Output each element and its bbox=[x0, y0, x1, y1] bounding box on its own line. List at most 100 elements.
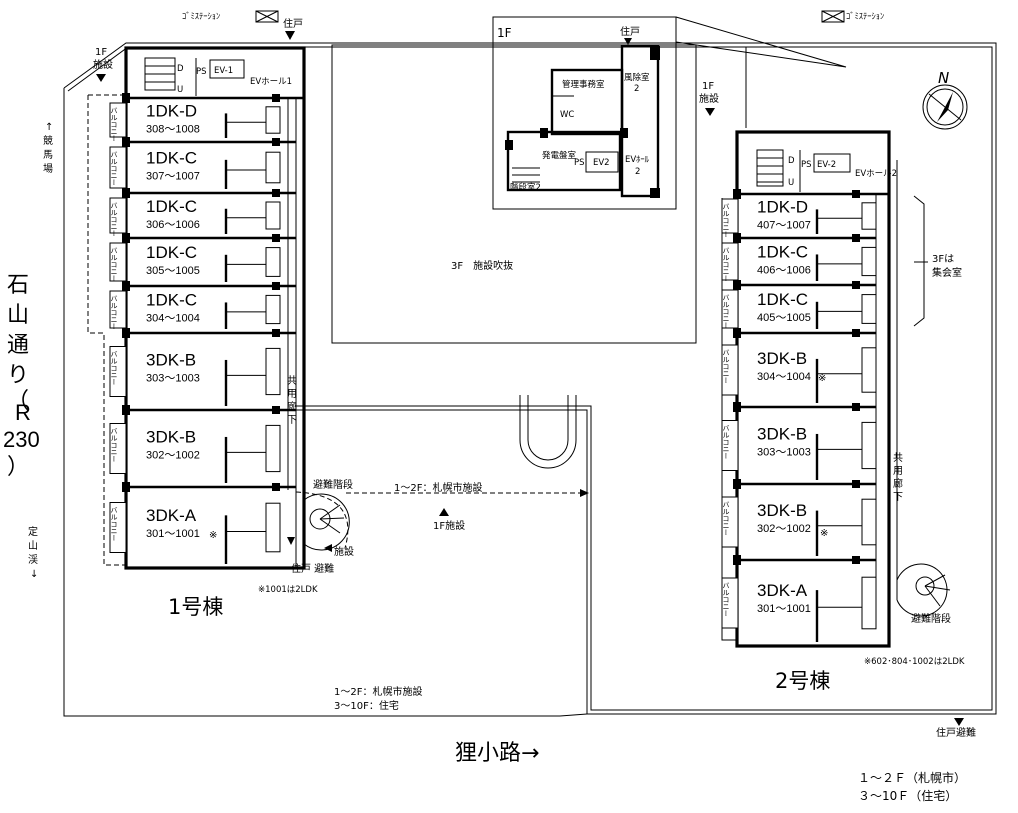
ishiyama-street-label: 石 山 通 り （ R 230 ） bbox=[3, 273, 40, 480]
balcony bbox=[721, 577, 739, 629]
pillar bbox=[852, 480, 860, 488]
balcony-label: バルコニー bbox=[110, 428, 118, 463]
svg-text:U: U bbox=[788, 178, 794, 188]
door-unit bbox=[265, 424, 281, 473]
balcony bbox=[721, 344, 739, 396]
facility-1f-left-2: 施設 bbox=[93, 58, 113, 71]
tanukikoji-label: 狸小路→ bbox=[455, 741, 539, 766]
svg-text:R: R bbox=[15, 400, 31, 425]
balcony-label: バルコニー bbox=[110, 295, 118, 330]
svg-text:下: 下 bbox=[287, 415, 297, 426]
note-right: ※602･804･1002は2LDK bbox=[864, 657, 965, 667]
inset-management: 管理事務室 bbox=[562, 79, 605, 90]
unit-numbers: 407～1007 bbox=[757, 219, 811, 231]
meeting-room-2: 集会室 bbox=[932, 266, 962, 279]
unit-type: 1DK-C bbox=[757, 243, 808, 262]
atrium-area bbox=[331, 44, 697, 344]
pillar bbox=[733, 328, 741, 338]
svg-text:（: （ bbox=[7, 389, 29, 414]
door-unit bbox=[265, 294, 281, 325]
canopy bbox=[519, 395, 577, 469]
pillar bbox=[852, 403, 860, 411]
svg-text:山: 山 bbox=[7, 303, 29, 328]
building2-units: 1DK-D407～10071DK-C406～10061DK-C405～10053… bbox=[757, 197, 811, 615]
balcony bbox=[109, 242, 127, 282]
building-1 bbox=[87, 46, 350, 570]
door-unit bbox=[265, 106, 281, 134]
entrance-top-left: 住戸 bbox=[283, 17, 303, 30]
unit-numbers: 302～1002 bbox=[146, 449, 200, 461]
inset-stair: 階段室2 bbox=[510, 182, 541, 193]
svg-text:用: 用 bbox=[893, 466, 903, 477]
svg-text:2: 2 bbox=[634, 84, 639, 94]
inset-title: 1F bbox=[497, 26, 512, 40]
balcony bbox=[109, 102, 127, 138]
unit-numbers: 304～1004 bbox=[757, 371, 811, 383]
unit-type: 1DK-C bbox=[146, 148, 197, 167]
pillar bbox=[733, 233, 741, 243]
facility-1f-right-1: 1F bbox=[702, 81, 714, 92]
svg-text:廊: 廊 bbox=[893, 477, 903, 490]
garbage-station-icon bbox=[255, 10, 845, 23]
svg-text:下: 下 bbox=[893, 492, 903, 503]
balcony-label: バルコニー bbox=[110, 107, 118, 142]
unit-numbers: 302～1002 bbox=[757, 523, 811, 535]
unit-type: 1DK-D bbox=[146, 101, 197, 120]
usage-line2: 3～10F：住宅 bbox=[334, 699, 399, 712]
note-left: ※1001は2LDK bbox=[258, 585, 318, 595]
pillar bbox=[272, 189, 280, 197]
unit-type: 3DK-B bbox=[146, 350, 196, 369]
unit-type: 3DK-B bbox=[757, 424, 807, 443]
svg-text:馬: 馬 bbox=[43, 149, 53, 161]
b2-ps: PS bbox=[801, 160, 812, 170]
inset-wind-room: 風除室 bbox=[624, 72, 650, 83]
unit-type: 1DK-D bbox=[757, 197, 808, 216]
pillar bbox=[122, 233, 130, 243]
unit-type: 3DK-A bbox=[146, 506, 197, 525]
svg-text:用: 用 bbox=[287, 389, 297, 400]
entrance-evac-left: 住戸 避難 bbox=[291, 562, 334, 575]
balcony bbox=[721, 289, 739, 329]
unit-type: 1DK-C bbox=[757, 290, 808, 309]
svg-text:）: ） bbox=[7, 455, 29, 480]
unit-numbers: 307～1007 bbox=[146, 170, 200, 182]
unit-numbers: 303～1003 bbox=[757, 446, 811, 458]
balcony-label: バルコニー bbox=[722, 501, 730, 536]
inset-ev2: EV2 bbox=[593, 158, 610, 168]
balcony bbox=[109, 502, 127, 553]
entrance-evac-right: 住戸避難 bbox=[936, 726, 976, 739]
inset-ps: PS bbox=[574, 158, 585, 168]
pillar bbox=[122, 93, 130, 103]
meeting-room-1: 3Fは bbox=[932, 253, 954, 265]
svg-text:↑: ↑ bbox=[45, 122, 53, 133]
balcony-label: バルコニー bbox=[722, 349, 730, 384]
door-unit bbox=[861, 498, 877, 546]
pillar bbox=[122, 137, 130, 147]
door-unit bbox=[265, 502, 281, 553]
pillar bbox=[852, 190, 860, 198]
pillar bbox=[122, 328, 130, 338]
unit-numbers: 308～1008 bbox=[146, 123, 200, 135]
north-label: N bbox=[938, 69, 949, 87]
balcony bbox=[721, 420, 739, 471]
evac-stairs-left: 避難階段 bbox=[313, 478, 353, 491]
svg-text:↓: ↓ bbox=[30, 569, 38, 580]
unit-type: 3DK-B bbox=[146, 427, 196, 446]
facility-arrow-label: 施設 bbox=[334, 545, 354, 558]
unit-numbers: 306～1006 bbox=[146, 219, 200, 231]
inset-1f bbox=[492, 16, 847, 210]
pillar bbox=[852, 556, 860, 564]
corridor-left-label: 共 用 廊 下 bbox=[287, 375, 297, 426]
balcony-label: バルコニー bbox=[722, 203, 730, 238]
balcony-label: バルコニー bbox=[110, 151, 118, 186]
balcony-label: バルコニー bbox=[722, 425, 730, 460]
svg-text:定: 定 bbox=[28, 525, 38, 538]
door-unit bbox=[861, 421, 877, 470]
pillar bbox=[733, 280, 741, 290]
balcony-label: バルコニー bbox=[722, 582, 730, 617]
building2-name: 2号棟 bbox=[775, 669, 830, 693]
b1-ps: PS bbox=[196, 67, 207, 77]
asterisk-mark: ※ bbox=[820, 528, 828, 539]
